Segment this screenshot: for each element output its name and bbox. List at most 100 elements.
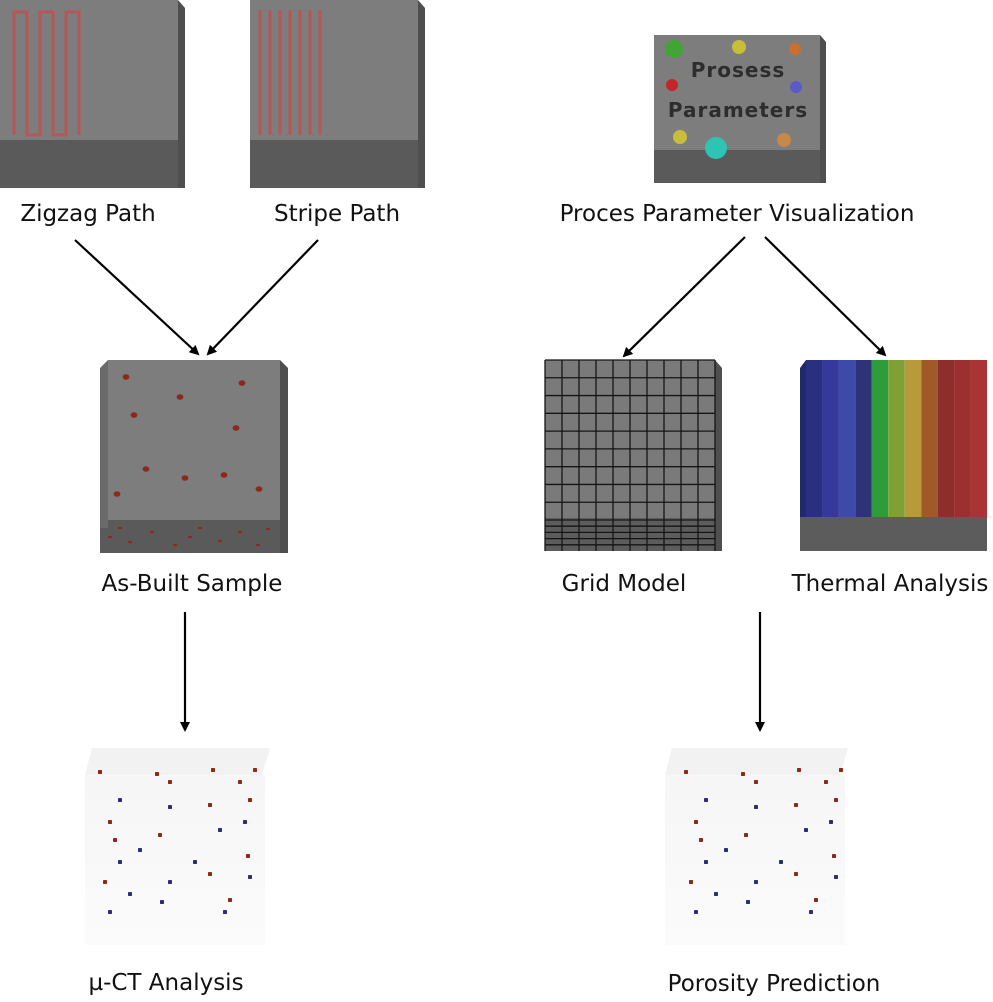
process-visualization-label: Proces Parameter Visualization xyxy=(560,201,915,227)
arrow-stripe-to-asbuilt xyxy=(206,239,319,356)
pore xyxy=(804,828,808,832)
pore xyxy=(176,394,184,400)
pore xyxy=(113,838,117,842)
grid-model-block xyxy=(544,359,722,551)
pore xyxy=(122,374,130,380)
block-top-face xyxy=(108,360,280,528)
pore xyxy=(746,900,750,904)
pore xyxy=(108,535,112,539)
pore xyxy=(168,780,172,784)
pore xyxy=(173,543,177,547)
parameter-dot xyxy=(673,130,687,144)
as-built-sample-label: As-Built Sample xyxy=(102,571,283,597)
thermal-band xyxy=(888,360,905,517)
pore xyxy=(248,798,252,802)
pore xyxy=(118,860,122,864)
block-top-face xyxy=(250,0,418,150)
ghost-top xyxy=(85,748,270,775)
pore xyxy=(118,526,122,530)
block-right-face xyxy=(178,0,185,188)
prosess-text: Prosess xyxy=(691,58,786,82)
pore xyxy=(754,780,758,784)
ghost-body xyxy=(85,775,265,945)
zigzag-path-label: Zigzag Path xyxy=(20,201,155,227)
thermal-band xyxy=(954,360,971,517)
arrow-zigzag-to-asbuilt xyxy=(74,239,200,356)
pore xyxy=(794,803,798,807)
parameter-dot xyxy=(790,81,802,93)
parameter-dot xyxy=(666,79,678,91)
pore xyxy=(744,833,748,837)
pore xyxy=(266,527,270,531)
pore xyxy=(779,860,783,864)
thermal-analysis-block xyxy=(800,360,987,551)
pore xyxy=(689,880,693,884)
uct-analysis-label: µ-CT Analysis xyxy=(88,970,243,996)
arrows xyxy=(74,236,887,732)
pore xyxy=(839,768,843,772)
pore xyxy=(694,910,698,914)
stripe-path-block xyxy=(250,0,425,188)
pore xyxy=(150,530,154,534)
pore xyxy=(220,472,228,478)
parameter-dot xyxy=(789,43,801,55)
pore xyxy=(741,772,745,776)
pore xyxy=(256,543,260,547)
thermal-band xyxy=(937,360,955,517)
pore xyxy=(158,833,162,837)
pore xyxy=(181,475,189,481)
grid-lines xyxy=(544,359,716,551)
pore xyxy=(754,805,758,809)
pore xyxy=(232,425,240,431)
pore xyxy=(824,780,828,784)
as-built-pores xyxy=(108,374,270,547)
pore xyxy=(208,872,212,876)
pore xyxy=(211,768,215,772)
thermal-left-bevel xyxy=(800,360,806,517)
pore xyxy=(829,820,833,824)
pore xyxy=(218,828,222,832)
process-parameter-block: Prosess Parameters xyxy=(654,35,826,183)
pore xyxy=(754,880,758,884)
pore xyxy=(228,898,232,902)
pore xyxy=(130,412,138,418)
block-front-face xyxy=(0,140,178,188)
pore xyxy=(704,860,708,864)
porosity-prediction-block xyxy=(665,748,848,945)
pore xyxy=(255,486,263,492)
porosity-prediction-label: Porosity Prediction xyxy=(668,971,881,997)
pore xyxy=(138,848,142,852)
pore xyxy=(128,892,132,896)
parameter-dot xyxy=(705,137,727,159)
pore xyxy=(168,880,172,884)
parameter-dots xyxy=(665,40,802,159)
grid-right-face xyxy=(715,360,722,551)
block-right-face xyxy=(418,0,425,188)
zigzag-path-block xyxy=(0,0,185,188)
pore xyxy=(832,854,836,858)
pore xyxy=(113,491,121,497)
pore xyxy=(246,854,250,858)
pore xyxy=(103,880,107,884)
pore xyxy=(684,770,688,774)
pore xyxy=(98,770,102,774)
pore xyxy=(814,898,818,902)
stripe-path-label: Stripe Path xyxy=(274,201,400,227)
pore xyxy=(248,875,252,879)
pore xyxy=(218,539,222,543)
pore xyxy=(238,530,242,534)
pore xyxy=(243,820,247,824)
thermal-band xyxy=(921,360,938,517)
pore xyxy=(714,892,718,896)
thermal-band xyxy=(838,360,856,517)
block-top-face xyxy=(0,0,178,150)
uct-analysis-block xyxy=(85,748,270,945)
pore xyxy=(794,872,798,876)
pore xyxy=(223,910,227,914)
thermal-band xyxy=(822,360,839,517)
block-right-face xyxy=(820,35,826,183)
parameter-dot xyxy=(732,40,746,54)
pore xyxy=(188,535,192,539)
thermal-front-face xyxy=(800,517,987,551)
pore xyxy=(108,910,112,914)
